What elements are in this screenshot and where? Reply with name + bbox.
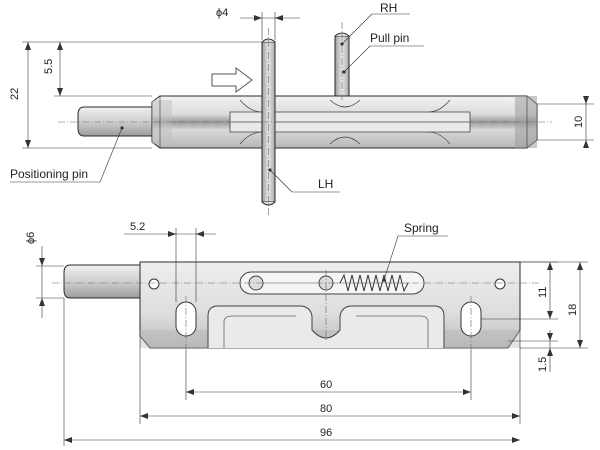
dim-80: 80 bbox=[320, 403, 332, 415]
dim-dia4: ϕ4 bbox=[216, 7, 228, 19]
dim-22: 22 bbox=[9, 88, 21, 100]
label-positioning-pin: Positioning pin bbox=[10, 167, 88, 181]
label-pull-pin: Pull pin bbox=[370, 31, 409, 45]
mounting-hole-right bbox=[460, 301, 482, 337]
label-spring: Spring bbox=[404, 221, 439, 235]
dim-dia6: ϕ6 bbox=[25, 232, 37, 244]
dim-60: 60 bbox=[320, 379, 332, 391]
front-positioning-pin-shape bbox=[63, 264, 141, 299]
bottom-channel bbox=[207, 305, 445, 348]
end-block-left bbox=[152, 100, 172, 144]
dim-96: 96 bbox=[320, 427, 332, 439]
dim-1-5: 1.5 bbox=[537, 357, 549, 372]
label-lh: LH bbox=[318, 177, 333, 191]
push-direction-arrow bbox=[211, 67, 253, 93]
front-view: ϕ6 5.2 Spring 11 18 1.5 60 bbox=[25, 221, 588, 446]
dim-18: 18 bbox=[567, 304, 579, 316]
dim-11: 11 bbox=[537, 287, 549, 298]
dim-10: 10 bbox=[573, 116, 585, 128]
positioning-pin-shape bbox=[77, 106, 153, 137]
label-rh: RH bbox=[380, 1, 397, 15]
top-view: ϕ4 22 5.5 10 RH Pull pin Positioning pin bbox=[9, 1, 594, 215]
mounting-hole-left bbox=[175, 301, 197, 337]
spring-shape bbox=[339, 273, 409, 293]
dim-5-5: 5.5 bbox=[43, 59, 55, 74]
dim-5-2: 5.2 bbox=[130, 221, 145, 233]
